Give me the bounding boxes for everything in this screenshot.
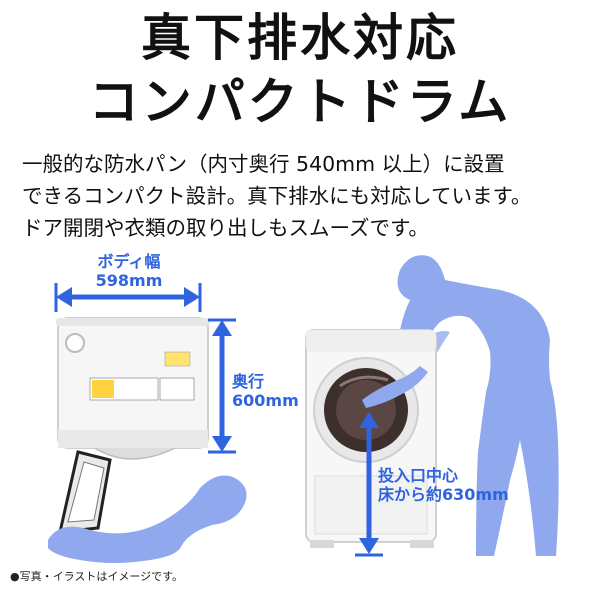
width-arrow (54, 283, 202, 312)
width-label-value: 598mm (95, 271, 163, 290)
description: 一般的な防水パン（内寸奥行 540mm 以上）に設置 できるコンパクト設計。真下… (22, 148, 592, 244)
height-label-value: 床から約630mm (378, 485, 509, 504)
height-label: 投入口中心 床から約630mm (378, 466, 528, 504)
person-silhouette-floor (48, 475, 247, 563)
headline-line-2: コンパクトドラム (88, 73, 512, 131)
description-line-2: できるコンパクト設計。真下排水にも対応しています。 (22, 184, 532, 208)
headline-line-1: 真下排水対応 (141, 9, 459, 67)
depth-label-value: 600mm (232, 391, 299, 410)
depth-arrow (208, 318, 236, 454)
depth-label-title: 奥行 (232, 372, 265, 391)
width-label: ボディ幅 598mm (74, 252, 184, 290)
description-line-1: 一般的な防水パン（内寸奥行 540mm 以上）に設置 (22, 152, 505, 176)
door-open (58, 450, 112, 534)
washer-top-view (56, 317, 210, 460)
description-line-3: ドア開閉や衣類の取り出しもスムーズです。 (22, 216, 429, 240)
depth-label: 奥行 600mm (232, 372, 299, 410)
height-label-title: 投入口中心 (378, 466, 459, 485)
image-footnote: ●写真・イラストはイメージです。 (10, 570, 184, 583)
height-arrow (355, 412, 383, 557)
width-label-title: ボディ幅 (97, 252, 161, 271)
